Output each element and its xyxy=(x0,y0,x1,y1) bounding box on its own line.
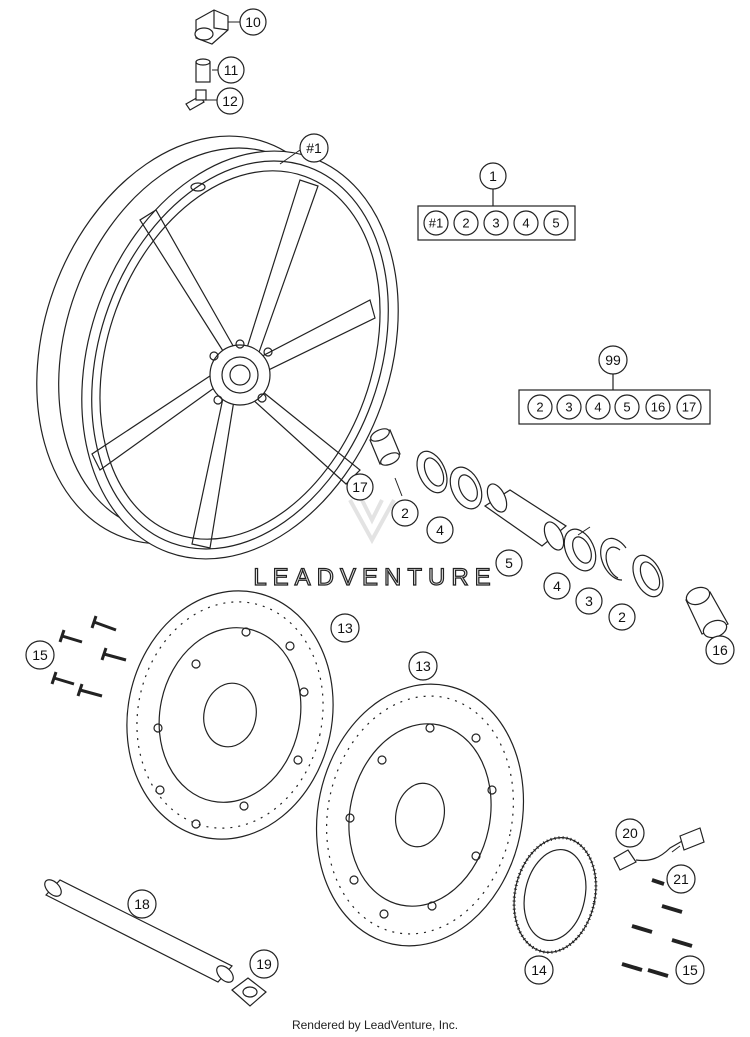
callout-17[interactable]: 17 xyxy=(346,473,374,501)
part-4-bearing-upper[interactable] xyxy=(444,462,488,514)
callout-label: 11 xyxy=(224,62,239,78)
part-14-sensor-ring[interactable] xyxy=(504,830,606,960)
callout-18[interactable]: 18 xyxy=(127,889,157,919)
kit-99-member-4[interactable]: 16 xyxy=(645,394,671,420)
kit-item-label: #1 xyxy=(429,216,443,231)
callout-19[interactable]: 19 xyxy=(249,949,279,979)
callout-13-left[interactable]: 13 xyxy=(330,613,360,643)
part-18-wheel-spindle[interactable] xyxy=(42,877,237,986)
callout-15-left[interactable]: 15 xyxy=(25,640,55,670)
callout-label: 15 xyxy=(32,647,48,663)
callout-label: 19 xyxy=(256,956,272,972)
callout-label: 10 xyxy=(245,14,261,30)
part-2-seal-upper[interactable] xyxy=(411,447,453,498)
callout-label: 2 xyxy=(401,505,409,521)
part-15-bolts-left[interactable] xyxy=(50,615,127,698)
callout-20[interactable]: 20 xyxy=(615,818,645,848)
callout-2-upper[interactable]: 2 xyxy=(391,499,419,527)
kit-item-label: 3 xyxy=(565,400,572,415)
callout-label: 5 xyxy=(505,555,513,571)
callout-15-right[interactable]: 15 xyxy=(675,955,705,985)
kit-99-member-1[interactable]: 3 xyxy=(556,394,582,420)
kit-item-label: 3 xyxy=(492,216,499,231)
part-19-spindle-nut[interactable] xyxy=(231,977,267,1007)
part-16-spacer[interactable] xyxy=(684,584,729,640)
callout-label: #1 xyxy=(306,140,322,156)
kit-item-label: 2 xyxy=(462,216,469,231)
kit-99-member-2[interactable]: 4 xyxy=(585,394,611,420)
callout-label: 1 xyxy=(489,168,497,184)
callout-label: 20 xyxy=(622,825,638,841)
brake-disc-left[interactable] xyxy=(104,572,356,859)
kit-item-label: 17 xyxy=(682,400,696,415)
callout-16[interactable]: 16 xyxy=(705,635,735,665)
kit-1-member-0[interactable]: #1 xyxy=(423,210,449,236)
callout-label: 15 xyxy=(682,962,698,978)
callout-14[interactable]: 14 xyxy=(524,955,554,985)
kit-item-label: 4 xyxy=(594,400,601,415)
callout-5[interactable]: 5 xyxy=(495,549,523,577)
watermark: LEADVENTURE xyxy=(253,499,496,592)
callout-label: 12 xyxy=(222,93,238,109)
brake-disc-right[interactable] xyxy=(293,665,547,966)
callout-kit-1[interactable]: 1 xyxy=(479,162,507,190)
part-21-screw[interactable] xyxy=(651,878,665,886)
callout-3[interactable]: 3 xyxy=(575,587,603,615)
kit-item-label: 5 xyxy=(623,400,630,415)
part-15-bolts-right[interactable] xyxy=(621,904,693,978)
callout-2-lower[interactable]: 2 xyxy=(608,603,636,631)
kit-1-member-1[interactable]: 2 xyxy=(453,210,479,236)
kit-99-member-0[interactable]: 2 xyxy=(527,394,553,420)
wheel-spokes xyxy=(91,179,376,549)
footer-credit: Rendered by LeadVenture, Inc. xyxy=(291,1018,459,1032)
callout-label: 2 xyxy=(618,609,626,625)
part-10-holder[interactable] xyxy=(194,9,229,45)
kit-item-label: 4 xyxy=(522,216,529,231)
callout-label: 13 xyxy=(415,658,431,674)
callout-21[interactable]: 21 xyxy=(666,864,696,894)
callout-label: 3 xyxy=(585,593,593,609)
part-20-wheel-sensor[interactable] xyxy=(613,827,705,871)
callout-label: 21 xyxy=(673,871,689,887)
part-3-circlip[interactable] xyxy=(600,537,627,581)
callout-label: 4 xyxy=(553,578,561,594)
part-2-seal-lower[interactable] xyxy=(627,551,669,602)
watermark-text: LEADVENTURE xyxy=(253,564,496,591)
part-4-bearing-lower[interactable] xyxy=(558,524,602,576)
callout-13-right[interactable]: 13 xyxy=(408,651,438,681)
callout-wheel[interactable]: #1 xyxy=(299,133,329,163)
callout-label: 18 xyxy=(134,896,150,912)
callout-4-lower[interactable]: 4 xyxy=(543,572,571,600)
kit-1-member-2[interactable]: 3 xyxy=(483,210,509,236)
callout-label: 4 xyxy=(436,522,444,538)
kit-item-label: 2 xyxy=(536,400,543,415)
callout-label: 13 xyxy=(337,620,353,636)
part-5-distance-sleeve[interactable] xyxy=(483,481,568,553)
part-12-screw[interactable] xyxy=(185,89,207,111)
callout-label: 99 xyxy=(605,352,621,368)
kit-99-member-5[interactable]: 17 xyxy=(676,394,702,420)
kit-1-member-3[interactable]: 4 xyxy=(513,210,539,236)
kit-1-member-4[interactable]: 5 xyxy=(543,210,569,236)
callouts: 10 11 12 #1 1 #1 2 3 4 5 99 2 3 4 5 16 1… xyxy=(25,8,735,985)
part-11-sleeve[interactable] xyxy=(195,58,211,83)
leader-lines xyxy=(206,21,681,853)
callout-10[interactable]: 10 xyxy=(239,8,267,36)
callout-12[interactable]: 12 xyxy=(216,87,244,115)
callout-11[interactable]: 11 xyxy=(217,56,245,84)
callout-label: 14 xyxy=(531,962,547,978)
callout-4-upper[interactable]: 4 xyxy=(426,516,454,544)
kit-item-label: 16 xyxy=(651,400,665,415)
callout-label: 17 xyxy=(352,479,368,495)
front-wheel[interactable] xyxy=(0,91,453,603)
kit-item-label: 5 xyxy=(552,216,559,231)
part-17-spacer[interactable] xyxy=(369,426,401,468)
callout-label: 16 xyxy=(712,642,728,658)
kit-99-member-3[interactable]: 5 xyxy=(614,394,640,420)
callout-kit-99[interactable]: 99 xyxy=(598,345,628,375)
